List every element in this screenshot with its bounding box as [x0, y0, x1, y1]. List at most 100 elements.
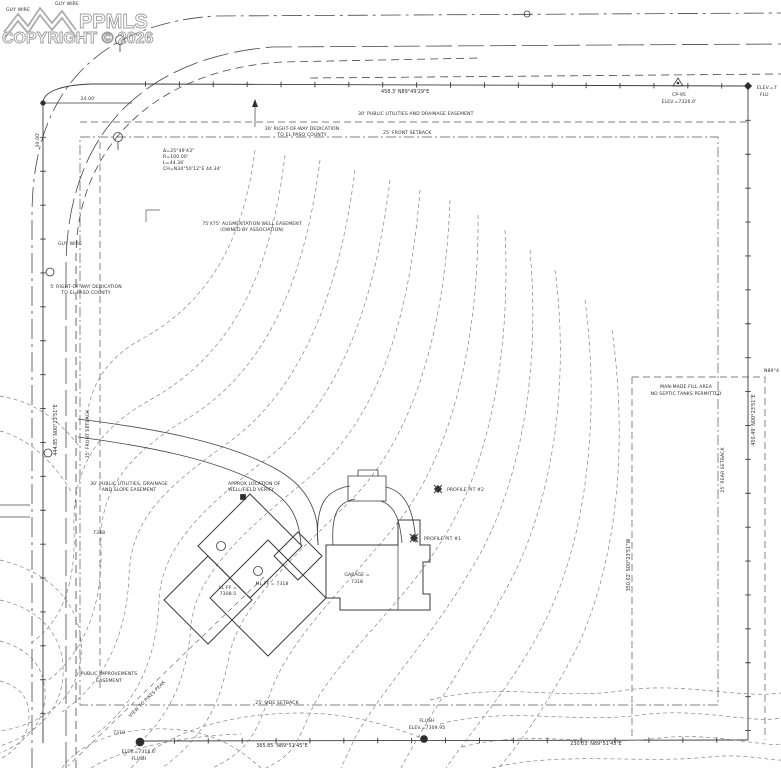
south-dimension-left: 365.85' N89°51'45"E — [256, 743, 307, 749]
driveway — [77, 418, 417, 546]
boundary-north-line — [144, 83, 749, 87]
view-line-label: VIEW TO PIKES PEAK — [128, 679, 168, 719]
boundary-south-line — [139, 739, 749, 742]
contour-line — [0, 680, 30, 760]
partial-bearing-label: N89°4 — [764, 368, 779, 374]
slope-easement-label: 30' PUBLIC UTILITIES, DRAINAGE — [90, 481, 168, 487]
east-benchmark-label: ELEV.=7 — [757, 85, 777, 91]
east-boundary-dimension: 450.49' N00°23'51"E — [751, 394, 757, 445]
profile-pit-1-label: PROFILE PIT #1 — [424, 536, 461, 542]
contour-line — [439, 712, 781, 725]
corner-monument-icon — [743, 81, 753, 91]
dimension-30: 30.00' — [35, 132, 41, 147]
control-point-triangle-icon — [672, 77, 684, 87]
courtyard-wall-arc — [332, 498, 356, 546]
annotations: GUY WIRE GUY WIRE GUY WIRE 24.00' 30.00'… — [6, 1, 779, 762]
curve-length: L=44.36' — [163, 160, 185, 166]
south-dimension-right: 230.03' N89°51'45"E — [570, 741, 621, 747]
sw-benchmark-label: ELEV.=7316.6' — [122, 749, 157, 755]
utility-pole-icon — [45, 267, 55, 277]
road-north-edge-line — [31, 12, 781, 768]
contour-line — [445, 299, 592, 768]
driveway-north-edge — [77, 418, 319, 546]
road-south-edge-line — [75, 57, 481, 768]
contour-lines — [0, 149, 781, 768]
row-left-label: 5' RIGHT-OF-WAY DEDICATION — [50, 284, 122, 290]
south-benchmark-label: FLUSH — [419, 718, 434, 724]
contour-line — [211, 214, 479, 768]
contour-line — [498, 329, 620, 768]
contour-elevation-label: 7310 — [113, 730, 125, 736]
curve-chord: CH=N34°50'12"E 44.34' — [163, 166, 221, 172]
guy-wire-label: GUY WIRE — [55, 1, 79, 7]
boundary-corner-arc — [42, 83, 145, 104]
dimension-24: 24.00' — [80, 96, 95, 102]
setback-easement-lines — [67, 121, 766, 767]
contour-line — [429, 687, 781, 701]
road-network — [0, 12, 781, 768]
guy-wire-label: GUY WIRE — [58, 241, 82, 247]
north-boundary-dimension: 458.3' N89°49'29"E — [381, 89, 429, 95]
house-footprint — [163, 469, 431, 657]
house-lower-ff-label: LL FF = — [219, 585, 237, 591]
control-point-dot — [676, 81, 680, 85]
row-leader-arrowhead — [252, 99, 258, 107]
profile-pit-2-icon — [433, 484, 443, 494]
fill-area-boundary — [631, 376, 766, 740]
callout-circle-icon — [216, 541, 226, 551]
row-left-label: TO EL PASO COUNTY — [60, 290, 110, 296]
well-easement-corner — [145, 209, 160, 222]
contour-line — [91, 179, 391, 738]
view-sight-line — [67, 576, 265, 767]
rear-setback-label: 25' REAR SETBACK — [720, 447, 726, 493]
contour-line — [491, 755, 781, 768]
contour-line — [0, 640, 46, 754]
row-dedication-label: 30' RIGHT-OF-WAY DEDICATION — [265, 126, 340, 132]
profile-pit-2-label: PROFILE PIT #2 — [447, 487, 484, 493]
slope-easement-label: AND SLOPE EASEMENT — [102, 487, 157, 493]
well-easement-label: 75'X75' AUGMENTATION WELL EASEMENT — [202, 221, 302, 227]
property-boundary — [40, 81, 751, 744]
contour-elevation-label: 7318 — [93, 530, 105, 536]
contour-line — [61, 728, 262, 768]
contour-line — [265, 229, 507, 768]
curve-radius: R=100.00' — [163, 154, 188, 160]
ppmls-mountain-logo-icon — [3, 6, 77, 33]
driveway-south-edge — [77, 436, 302, 546]
benchmark-south-icon — [420, 735, 428, 743]
contour-line — [130, 712, 432, 768]
contour-line — [45, 159, 321, 683]
neighbor-driveway-line — [0, 504, 30, 518]
house-main — [209, 539, 327, 657]
benchmark-sw-icon — [135, 737, 145, 747]
south-benchmark-label: ELEV.=7309.95 — [409, 725, 446, 731]
guy-wire-label: GUY WIRE — [6, 7, 30, 13]
contour-line — [121, 189, 421, 758]
road-shoulder-line — [309, 73, 781, 79]
side-setback-label: 25' SIDE SETBACK — [255, 700, 299, 706]
well-symbol-icon — [240, 494, 246, 500]
garage-label: 7318 — [351, 579, 363, 585]
road-centerline — [65, 43, 781, 768]
well-location-label: APPROX LOCATION OF — [228, 481, 281, 487]
improvements-easement-label: PUBLIC IMPROVEMENTS — [81, 671, 138, 677]
profile-pit-1-icon — [409, 533, 419, 543]
contour-line — [0, 395, 80, 447]
house-lower-ff-label: 7308.5 — [220, 591, 237, 597]
front-setback-label-left: 25' FRONT SETBACK — [85, 409, 91, 458]
contour-line — [340, 249, 534, 768]
contour-line — [31, 154, 286, 643]
improvements-easement-label: EASEMENT — [96, 678, 122, 684]
sw-benchmark-label: FLUSH — [131, 756, 146, 762]
road-monument-icon — [523, 10, 531, 18]
garage-outline — [325, 519, 431, 611]
control-point-elevation: ELEV.=7326.0' — [662, 99, 697, 105]
contour-line — [61, 169, 356, 713]
front-setback-label: 25' FRONT SETBACK — [383, 130, 432, 136]
contour-line — [161, 199, 451, 768]
house-main-ff-label: ML FF = 7318 — [256, 581, 289, 587]
stoop-outline — [347, 469, 387, 502]
well-location-label: WELL/FIELD VERIFY — [228, 487, 274, 493]
